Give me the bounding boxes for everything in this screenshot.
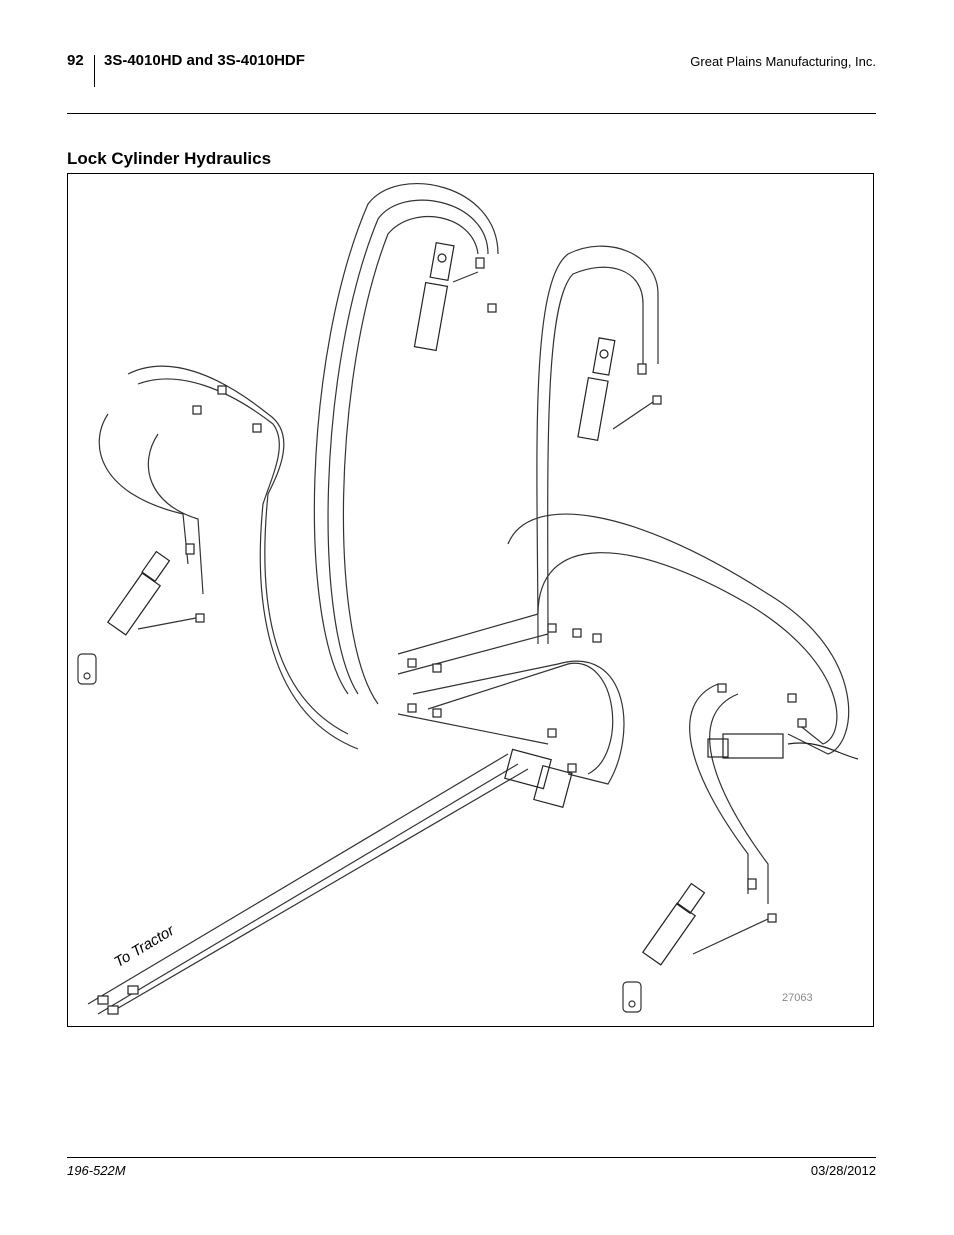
hose-left-upper-2	[137, 378, 359, 750]
hose-tall-loop-outer	[313, 183, 499, 695]
hose-right-loop-inner	[547, 266, 644, 645]
hose-tall-loop-inner	[327, 199, 489, 695]
leader-line-4	[692, 918, 769, 955]
leader-line-3	[137, 617, 197, 630]
clevis-left	[77, 653, 97, 685]
hose-center-3	[397, 713, 549, 745]
part-number: 196-522M	[67, 1163, 126, 1178]
cylinder-top-center	[413, 242, 455, 352]
figure-id: 27063	[782, 992, 813, 1004]
hose-left-drop-1	[98, 413, 189, 565]
hose-center-4	[412, 660, 625, 785]
hose-to-tractor-1	[87, 753, 509, 1005]
fittings	[97, 257, 807, 1015]
hose-left-drop-2	[147, 433, 204, 595]
cylinder-center-bottom	[504, 748, 573, 809]
header-divider	[67, 113, 876, 114]
footer-date: 03/28/2012	[810, 1163, 876, 1178]
page-number: 92	[67, 52, 84, 69]
hose-tall-loop-2	[342, 216, 479, 705]
company-name: Great Plains Manufacturing, Inc.	[690, 54, 876, 69]
hose-to-tractor-2	[97, 763, 519, 1015]
hose-lower-cyl-1	[689, 683, 749, 894]
hose-center-2	[397, 633, 549, 675]
cylinder-bottom-right	[641, 882, 706, 966]
hose-left-upper	[127, 365, 349, 735]
clevis-bottom-right	[622, 981, 642, 1013]
cylinder-right-horizontal	[707, 733, 859, 760]
leader-line-2	[612, 401, 654, 430]
section-title: Lock Cylinder Hydraulics	[67, 149, 272, 168]
hose-lower-right-2	[537, 552, 838, 745]
cylinder-left	[106, 550, 171, 636]
footer-divider	[67, 1157, 876, 1158]
hose-center-5	[427, 662, 614, 775]
cylinder-top-right	[577, 337, 616, 441]
document-title: 3S-4010HD and 3S-4010HDF	[104, 52, 305, 69]
leader-line-1	[452, 271, 479, 283]
hose-to-tractor-3	[107, 768, 529, 1015]
header-divider-vertical	[94, 55, 95, 87]
hose-lower-right-1	[507, 513, 850, 755]
hose-right-loop-outer	[536, 245, 659, 645]
hydraulics-diagram	[77, 183, 859, 1015]
hose-center-1	[397, 613, 539, 655]
hydraulics-figure: To Tractor 27063	[67, 173, 874, 1027]
hose-lower-cyl-2	[709, 693, 769, 904]
